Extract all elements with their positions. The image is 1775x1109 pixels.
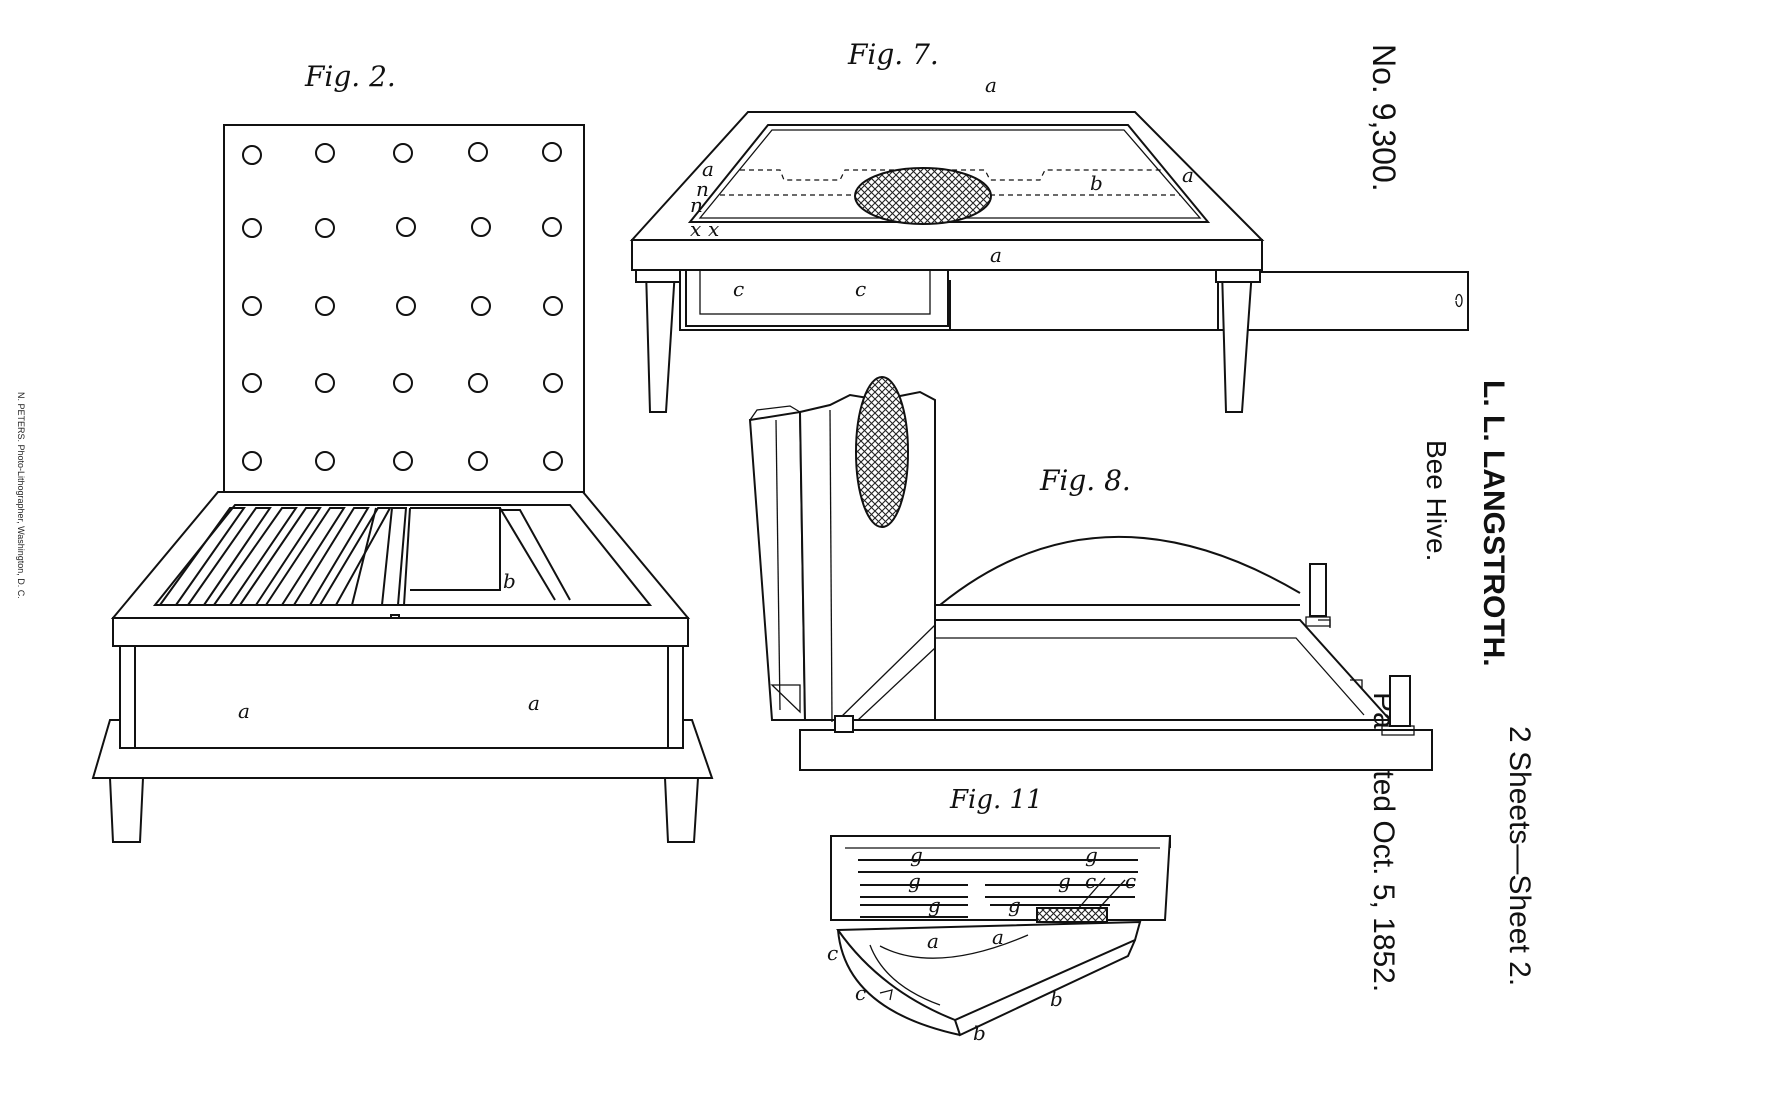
fig11-title: Fig. 11: [949, 785, 1043, 815]
fig2-frames: [159, 507, 411, 606]
fig7-label-x-2: x: [708, 217, 719, 241]
fig2-label-b: b: [503, 569, 516, 593]
fig11-box: [830, 835, 1172, 921]
fig2-vent-holes: [242, 142, 563, 471]
fig11-label-a-1: a: [927, 929, 939, 953]
fig7-label-b: b: [1090, 171, 1103, 195]
fig7-label-a-top: a: [985, 73, 997, 97]
fig7-label-a-right: a: [1182, 163, 1194, 187]
fig8-base: [799, 729, 1433, 771]
fig7-label-c-1: c: [733, 277, 744, 301]
fig11-label-g-1: g: [910, 843, 923, 867]
fig2-stand: [91, 719, 714, 779]
figure-11: Fig. 11 g g g g g g c c a a b b c c: [827, 785, 1172, 1045]
fig2-box-body: [119, 645, 684, 749]
fig7-label-n-2: n: [690, 193, 703, 217]
fig2-leg-left: [109, 777, 144, 843]
fig11-label-g-4: g: [1058, 869, 1071, 893]
fig7-leg-left: [644, 269, 677, 413]
fig7-leg-right: [1220, 269, 1254, 413]
fig8-mesh-oval: [855, 376, 909, 528]
figure-8: Fig. 8.: [748, 376, 1433, 771]
fig2-title: Fig. 2.: [304, 60, 396, 93]
fig11-label-c-2: c: [1125, 869, 1136, 893]
fig7-label-a-left: a: [702, 157, 714, 181]
fig11-label-c-3: c: [827, 941, 838, 965]
fig11-mesh-strip: [1036, 907, 1108, 923]
fig11-label-g-5: g: [928, 893, 941, 917]
fig7-label-a-front: a: [990, 243, 1002, 267]
fig2-back-panel: [223, 124, 585, 496]
fig2-box-lid-edge: [112, 617, 689, 647]
fig7-label-c-2: c: [855, 277, 866, 301]
figure-2: Fig. 2. b: [91, 60, 714, 843]
fig11-label-g-3: g: [908, 869, 921, 893]
fig2-leg-right: [664, 777, 699, 843]
fig8-dome: [939, 535, 1301, 606]
fig2-label-a-right: a: [528, 691, 540, 715]
fig11-label-c-1: c: [1085, 869, 1096, 893]
fig7-drawer: [685, 269, 949, 327]
fig2-box-rim: [110, 491, 691, 619]
fig7-label-n-1: n: [696, 177, 709, 201]
fig7-label-x-1: x: [690, 217, 701, 241]
fig7-mesh-opening: [854, 167, 992, 225]
fig11-label-c-4: c: [855, 981, 866, 1005]
figure-7: Fig. 7. a a a a b n n x x c c: [629, 38, 1469, 413]
fig11-label-a-2: a: [992, 925, 1004, 949]
fig8-title: Fig. 8.: [1039, 464, 1131, 497]
fig7-title: Fig. 7.: [847, 38, 939, 71]
fig11-bars: [858, 859, 1138, 918]
fig11-label-b-1: b: [1050, 987, 1063, 1011]
fig2-label-a-left: a: [238, 699, 250, 723]
fig11-label-g-6: g: [1008, 893, 1021, 917]
fig11-label-g-2: g: [1085, 843, 1098, 867]
fig11-label-b-2: b: [973, 1021, 986, 1045]
